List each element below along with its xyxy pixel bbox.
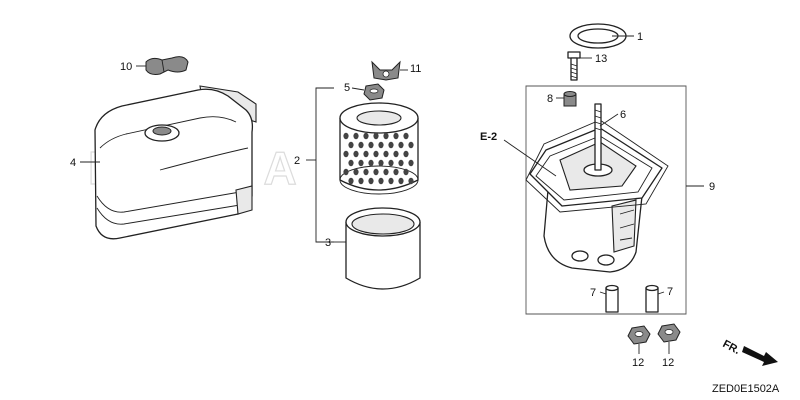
callout-3: 3 — [325, 237, 331, 249]
perforation-hole — [368, 159, 374, 167]
perforation-hole — [343, 132, 349, 140]
perforation-hole — [373, 150, 379, 158]
wing-knob — [145, 56, 189, 75]
perforation-hole — [403, 150, 409, 158]
perforation-hole — [368, 141, 374, 149]
perforation-hole — [343, 168, 349, 176]
perforation-hole — [378, 159, 384, 167]
callout-4: 4 — [70, 157, 76, 169]
perforation-hole — [348, 177, 354, 185]
perforation-hole — [353, 150, 359, 158]
perforation-hole — [373, 168, 379, 176]
callout-7-right: 7 — [667, 286, 673, 298]
drawing-code: ZED0E1502A — [712, 383, 780, 395]
air-filter-element — [339, 102, 419, 195]
callout-9: 9 — [709, 181, 715, 193]
callout-8: 8 — [547, 93, 553, 105]
nut-12-right — [657, 323, 681, 343]
front-direction-indicator: FR. — [721, 338, 778, 366]
callout-10: 10 — [120, 61, 132, 73]
foam-pre-filter — [345, 207, 421, 290]
perforation-hole — [398, 141, 404, 149]
air-cleaner-cover — [94, 85, 257, 240]
perforation-hole — [398, 177, 404, 185]
callout-6: 6 — [620, 109, 626, 121]
pin-right — [645, 284, 659, 313]
perforation-hole — [403, 168, 409, 176]
perforation-hole — [373, 132, 379, 140]
bolt-13 — [567, 51, 581, 81]
perforation-hole — [393, 168, 399, 176]
perforation-hole — [343, 150, 349, 158]
perforation-hole — [348, 141, 354, 149]
perforation-hole — [383, 150, 389, 158]
perforation-hole — [388, 177, 394, 185]
reference-e2: E-2 — [480, 131, 497, 143]
air-cleaner-case — [525, 103, 669, 273]
filter-perforations — [343, 132, 414, 185]
perforation-hole — [378, 141, 384, 149]
perforation-hole — [388, 141, 394, 149]
callout-12-left: 12 — [632, 357, 644, 369]
callout-1: 1 — [637, 31, 643, 43]
seal-ring — [569, 23, 627, 49]
perforation-hole — [408, 141, 414, 149]
assembly-frame — [525, 85, 687, 315]
callout-5: 5 — [344, 82, 350, 94]
perforation-hole — [363, 150, 369, 158]
perforation-hole — [408, 177, 414, 185]
nut-5 — [363, 83, 385, 101]
callout-11: 11 — [410, 63, 421, 75]
front-arrow-icon — [742, 346, 778, 366]
perforation-hole — [383, 132, 389, 140]
callout-7-left: 7 — [590, 287, 596, 299]
perforation-hole — [393, 150, 399, 158]
perforation-hole — [393, 132, 399, 140]
perforation-hole — [363, 168, 369, 176]
perforation-hole — [368, 177, 374, 185]
perforation-hole — [353, 168, 359, 176]
callout-12-right: 12 — [662, 357, 674, 369]
perforation-hole — [358, 141, 364, 149]
perforation-hole — [358, 177, 364, 185]
wing-nut — [371, 60, 401, 81]
perforation-hole — [408, 159, 414, 167]
callout-2: 2 — [294, 155, 300, 167]
perforation-hole — [403, 132, 409, 140]
perforation-hole — [353, 132, 359, 140]
collar-8 — [563, 91, 577, 107]
perforation-hole — [388, 159, 394, 167]
callout-13: 13 — [595, 53, 607, 65]
pin-left — [605, 284, 619, 313]
perforation-hole — [383, 168, 389, 176]
perforation-hole — [363, 132, 369, 140]
front-label: FR. — [721, 338, 742, 357]
leader-lines — [80, 35, 670, 354]
perforation-hole — [398, 159, 404, 167]
perforation-hole — [358, 159, 364, 167]
nut-12-left — [627, 325, 651, 345]
perforation-hole — [348, 159, 354, 167]
perforation-hole — [378, 177, 384, 185]
